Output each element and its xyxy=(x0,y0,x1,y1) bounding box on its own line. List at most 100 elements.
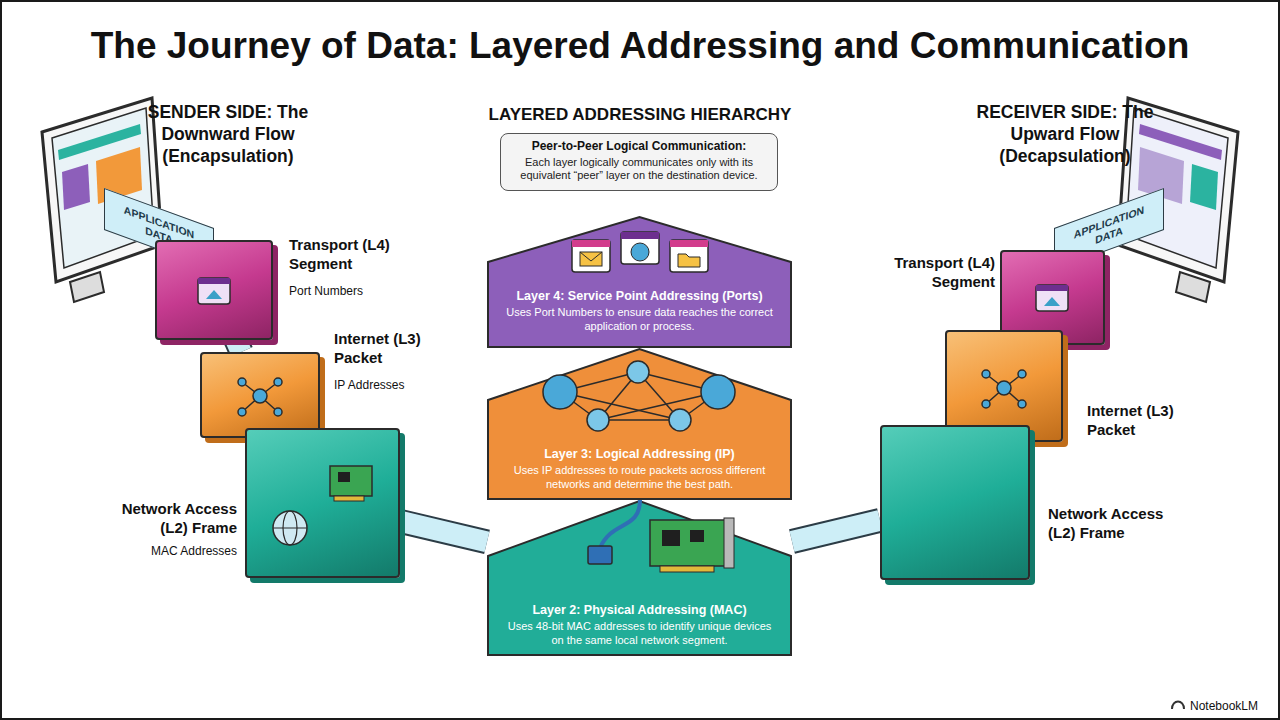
window-icon xyxy=(1036,285,1068,311)
window-bar xyxy=(621,232,659,239)
ribbon-outline xyxy=(792,520,880,541)
nic-card xyxy=(650,520,730,566)
band-shape xyxy=(488,217,791,347)
hub-node xyxy=(997,381,1011,395)
screen-block xyxy=(62,164,90,210)
globe-icon xyxy=(701,375,735,409)
address-label: IP Addresses xyxy=(334,378,459,393)
network-mesh xyxy=(543,361,735,431)
window-bar xyxy=(670,240,708,247)
hub-icon xyxy=(982,370,1026,408)
mesh-link xyxy=(598,372,638,420)
hub-node xyxy=(238,378,246,386)
mesh-link xyxy=(598,419,680,421)
layer-label: Internet (L3) Packet xyxy=(334,330,459,368)
window-glyph xyxy=(1044,297,1060,306)
hub-link xyxy=(1004,374,1022,388)
data-ribbon-connector xyxy=(236,340,241,352)
band-heading: Layer 2: Physical Addressing (MAC) xyxy=(493,602,786,618)
window-bar xyxy=(572,240,610,247)
band-heading: Layer 3: Logical Addressing (IP) xyxy=(493,446,786,462)
layer-label: Internet (L3) Packet xyxy=(1087,402,1212,440)
band-text-area: Layer 3: Logical Addressing (IP) Uses IP … xyxy=(493,446,786,492)
globe-meridian xyxy=(283,511,297,545)
mesh-link xyxy=(598,392,718,420)
layer-band: Layer 2: Physical Addressing (MAC) Uses 4… xyxy=(487,500,792,656)
envelope-icon xyxy=(580,252,602,266)
network-cable xyxy=(600,500,640,548)
router-icon xyxy=(627,361,649,383)
globe-icon xyxy=(543,375,577,409)
address-label: Port Numbers xyxy=(289,284,414,299)
monitor-frame xyxy=(42,98,162,282)
mesh-link xyxy=(560,372,638,392)
hub-link xyxy=(1004,388,1022,404)
section-heading: LAYERED ADDRESSING HIERARCHY xyxy=(460,104,820,125)
layer-label: Network Access (L2) Frame xyxy=(1048,505,1178,543)
hub-node xyxy=(1018,370,1026,378)
globe-equator xyxy=(273,527,307,528)
rj45-plug xyxy=(588,546,612,564)
network-access-block: Network Access (L2) Frame xyxy=(880,425,1030,580)
router-icon xyxy=(669,409,691,431)
monitor-frame xyxy=(1118,98,1238,282)
nic-card xyxy=(330,466,372,496)
screen-block xyxy=(1190,164,1218,210)
note-heading: Peer-to-Peer Logical Communication: xyxy=(509,139,769,155)
data-ribbon-connector xyxy=(792,520,880,541)
mesh-link xyxy=(680,392,718,420)
band-outline xyxy=(487,500,792,656)
hub-icon xyxy=(238,378,282,416)
window-bar xyxy=(198,278,230,284)
address-label: MAC Addresses xyxy=(107,544,237,559)
monitor-screen xyxy=(1126,108,1228,268)
nic-pins xyxy=(334,496,364,501)
ribbon-fill xyxy=(236,340,241,352)
side-heading: RECEIVER SIDE: The Upward Flow (Decapsul… xyxy=(972,102,1158,168)
hub-node xyxy=(274,378,282,386)
hub-link xyxy=(986,388,1004,404)
nic-chip xyxy=(662,530,680,546)
hub-node xyxy=(253,389,267,403)
globe-icon xyxy=(631,243,649,261)
globe-icon xyxy=(273,511,307,545)
band-shape xyxy=(488,349,791,499)
mesh-link xyxy=(560,392,598,420)
ribbon-outline xyxy=(400,521,487,542)
window-icon xyxy=(670,240,708,272)
mesh-link xyxy=(560,392,680,420)
transport-block: Transport (L4) SegmentPort Numbers xyxy=(155,240,273,340)
layer-band: Layer 3: Logical Addressing (IP) Uses IP … xyxy=(487,348,792,500)
internet-block: Internet (L3) PacketIP Addresses xyxy=(200,352,320,438)
envelope-flap xyxy=(580,252,602,261)
nic-bracket xyxy=(724,518,734,568)
band-outline xyxy=(487,348,792,500)
ribbon-outline xyxy=(236,340,241,352)
hub-link xyxy=(260,396,278,412)
band-text-area: Layer 4: Service Point Addressing (Ports… xyxy=(493,288,786,334)
band-heading: Layer 4: Service Point Addressing (Ports… xyxy=(493,288,786,304)
monitor-screen xyxy=(52,108,154,268)
band-body: Uses IP addresses to route packets acros… xyxy=(506,464,774,492)
ribbon-fill xyxy=(792,520,880,541)
side-heading: SENDER SIDE: The Downward Flow (Encapsul… xyxy=(138,102,318,168)
window-icon xyxy=(198,278,230,304)
watermark: NotebookLM xyxy=(1190,699,1278,714)
layer-label: Transport (L4) Segment xyxy=(870,254,995,292)
hub-node xyxy=(982,400,990,408)
hub-link xyxy=(242,396,260,412)
hub-node xyxy=(1018,400,1026,408)
folder-icon xyxy=(678,254,700,267)
ribbon-fill xyxy=(400,521,487,542)
band-body: Uses Port Numbers to ensure data reaches… xyxy=(506,306,774,334)
watermark-glyph xyxy=(1172,702,1184,710)
peer-note: Peer-to-Peer Logical Communication:Each … xyxy=(500,133,778,191)
band-body: Uses 48-bit MAC addresses to identify un… xyxy=(506,620,774,648)
nic-chip xyxy=(690,530,704,542)
hub-link xyxy=(242,382,260,396)
note-body: Each layer logically communicates only w… xyxy=(509,156,769,184)
router-icon xyxy=(587,409,609,431)
